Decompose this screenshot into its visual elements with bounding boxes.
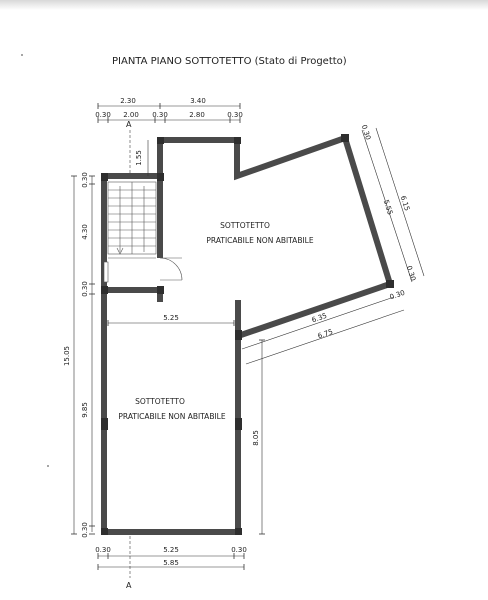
section-mark-bottom: A bbox=[126, 581, 132, 590]
section-mark-top: A bbox=[126, 120, 132, 129]
column-10 bbox=[101, 418, 108, 430]
lower-room-label-2: PRATICABILE NON ABITABILE bbox=[118, 412, 225, 421]
dim-diag-part-3: 0.30 bbox=[405, 265, 417, 282]
column-3 bbox=[157, 137, 164, 144]
dim-left-part-4: 9.85 bbox=[81, 402, 89, 418]
column-13 bbox=[386, 280, 394, 288]
dim-bottom-overall: 5.85 bbox=[163, 559, 179, 567]
column-11 bbox=[235, 418, 242, 430]
column-5 bbox=[101, 286, 108, 294]
staircase bbox=[103, 181, 157, 283]
dim-top-part-2: 2.00 bbox=[123, 111, 139, 119]
dim-top-part-5: 0.30 bbox=[227, 111, 243, 119]
door-swing bbox=[159, 257, 183, 281]
dim-stair-depth: 1.55 bbox=[135, 150, 143, 166]
dim-top-part-3: 0.30 bbox=[152, 111, 168, 119]
dim-left-part-3: 0.30 bbox=[81, 281, 89, 297]
column-9 bbox=[235, 330, 242, 340]
plan-title: PIANTA PIANO SOTTOTETTO (Stato di Proget… bbox=[112, 56, 347, 67]
stray-mark-2 bbox=[47, 465, 49, 467]
upper-room-label-1: SOTTOTETTO bbox=[220, 221, 270, 230]
lower-room-walls bbox=[101, 290, 241, 535]
dim-left-part-1: 0.30 bbox=[81, 172, 89, 188]
top-shadow-band bbox=[0, 0, 488, 10]
stray-mark-1 bbox=[21, 54, 23, 56]
dim-top-part-4: 2.80 bbox=[189, 111, 205, 119]
column-4 bbox=[234, 137, 241, 144]
dim-wing-outer: 6.75 bbox=[317, 328, 334, 341]
dim-top-overall-right: 3.40 bbox=[190, 97, 206, 105]
column-12 bbox=[341, 134, 349, 142]
dim-top-part-1: 0.30 bbox=[95, 111, 111, 119]
dim-diag-part-2: 5.55 bbox=[382, 199, 394, 216]
column-2 bbox=[157, 173, 164, 181]
column-6 bbox=[157, 286, 164, 294]
dim-wing-end-wall: 0.30 bbox=[389, 289, 406, 302]
dim-inner-width: 5.25 bbox=[163, 314, 179, 322]
stair-block-walls bbox=[101, 173, 163, 290]
dim-left-part-5: 0.30 bbox=[81, 522, 89, 538]
column-1 bbox=[101, 173, 108, 181]
column-7 bbox=[101, 528, 108, 535]
column-8 bbox=[235, 528, 242, 535]
dim-bottom-part-2: 5.25 bbox=[163, 546, 179, 554]
dim-diag-part-1: 0.30 bbox=[360, 124, 372, 141]
dim-top-overall-left: 2.30 bbox=[120, 97, 136, 105]
lower-room-top-wall bbox=[104, 287, 163, 302]
lower-room-label-1: SOTTOTETTO bbox=[135, 397, 185, 406]
dim-left-part-2: 4.30 bbox=[81, 224, 89, 240]
dim-bottom-part-3: 0.30 bbox=[231, 546, 247, 554]
dim-bottom-part-1: 0.30 bbox=[95, 546, 111, 554]
upper-room-label-2: PRATICABILE NON ABITABILE bbox=[206, 236, 313, 245]
dim-right-lower: 8.05 bbox=[252, 430, 260, 446]
dim-left-overall: 15.05 bbox=[63, 346, 71, 366]
